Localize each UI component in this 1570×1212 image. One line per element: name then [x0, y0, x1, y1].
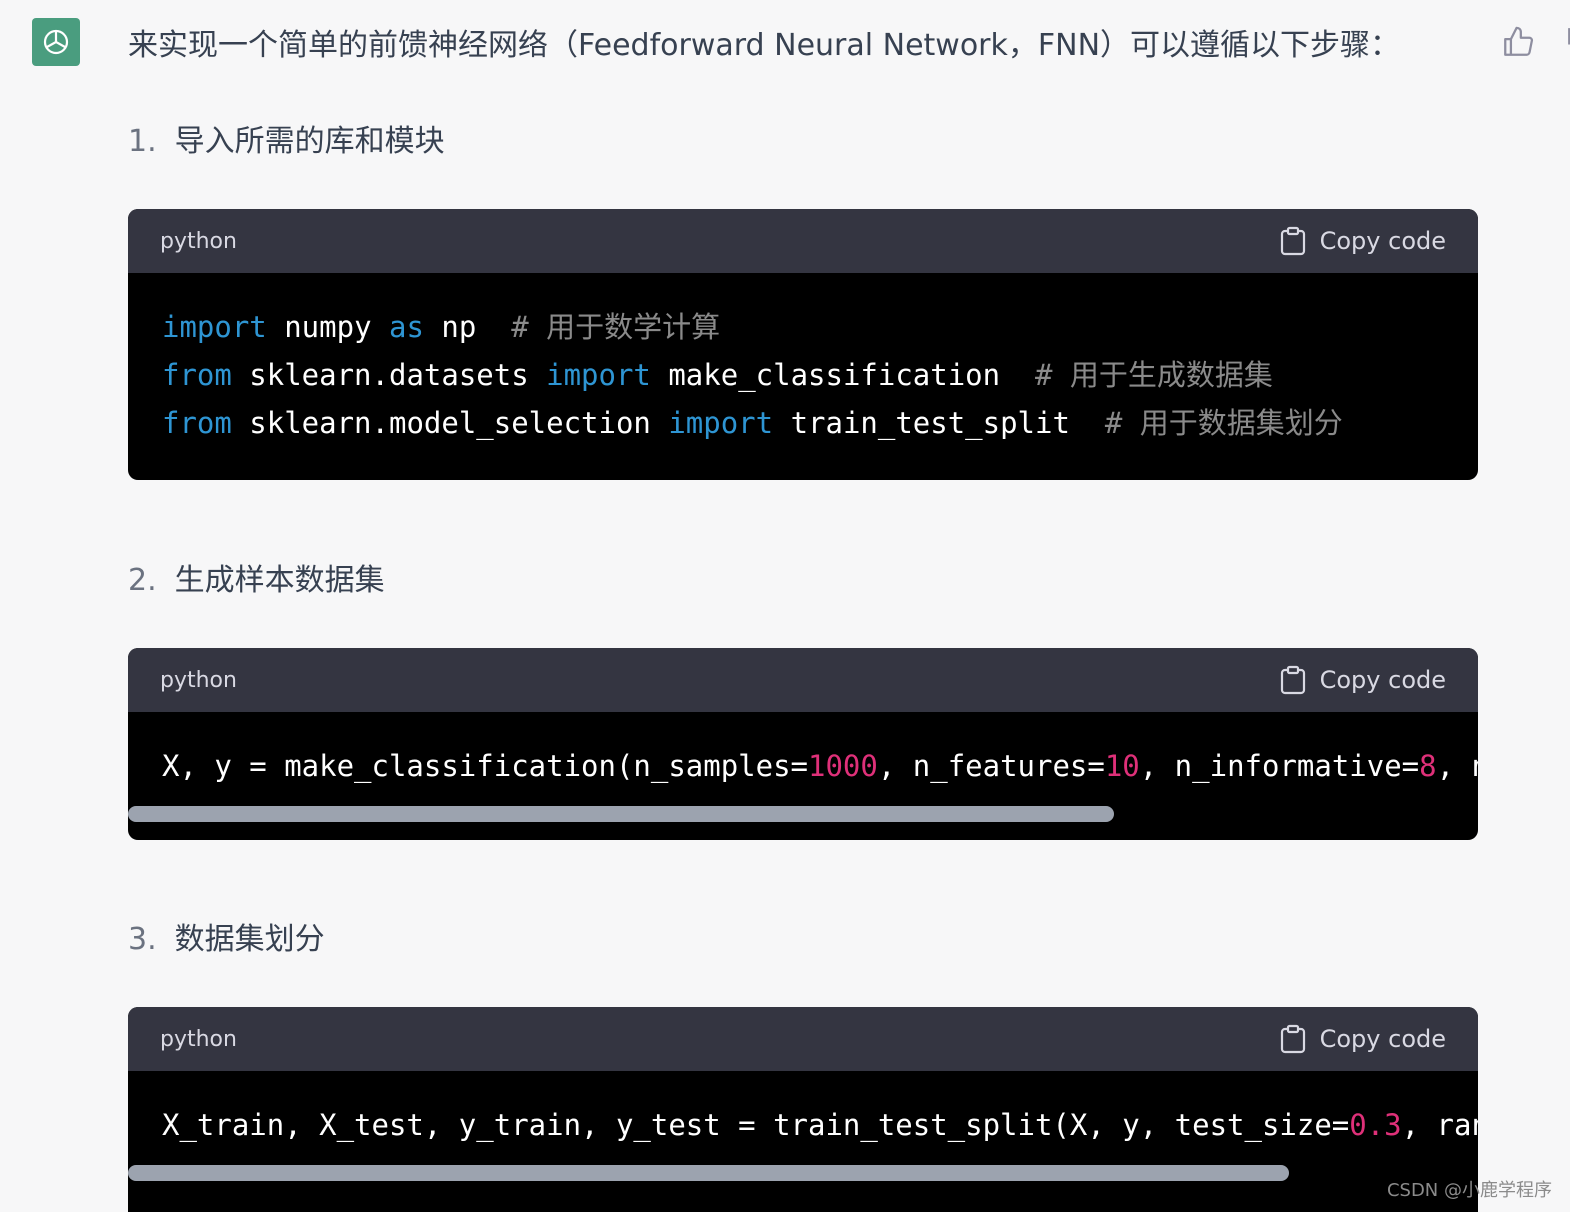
clipboard-icon	[1280, 1024, 1305, 1054]
step-2: 2. 生成样本数据集	[128, 559, 385, 603]
code-token: , randor	[1401, 1108, 1478, 1142]
code-token: 0.3	[1349, 1108, 1402, 1142]
code-token: , n_re	[1436, 749, 1478, 783]
copy-label: Copy code	[1319, 1025, 1446, 1053]
step-title: 数据集划分	[174, 922, 325, 957]
code-line: X, y = make_classification(n_samples=100…	[162, 742, 1478, 790]
code-token: import	[162, 310, 267, 344]
copy-code-button[interactable]: Copy code	[1280, 226, 1446, 256]
copy-label: Copy code	[1319, 227, 1446, 255]
copy-code-button[interactable]: Copy code	[1280, 1024, 1446, 1054]
code-token: numpy	[266, 310, 389, 344]
code-token: sklearn.model_selection	[231, 406, 669, 440]
code-token: # 用于数学计算	[511, 310, 721, 344]
code-token: from	[162, 406, 232, 440]
code-token: # 用于生成数据集	[1035, 358, 1273, 392]
scroll-thumb[interactable]	[128, 806, 1114, 822]
scroll-thumb[interactable]	[128, 1165, 1289, 1181]
code-token: import	[668, 406, 774, 440]
code-body[interactable]: X, y = make_classification(n_samples=100…	[128, 712, 1478, 806]
code-token: train_test_split	[773, 406, 1105, 440]
code-language: python	[160, 667, 237, 693]
step-title: 导入所需的库和模块	[174, 124, 445, 159]
message-actions	[1498, 22, 1570, 62]
code-block-2: python Copy code X, y = make_classificat…	[128, 648, 1478, 840]
code-token: 1000	[808, 749, 878, 783]
code-token: import	[546, 358, 651, 392]
horizontal-scrollbar[interactable]	[128, 1165, 1478, 1181]
intro-text: 来实现一个简单的前馈神经网络（Feedforward Neural Networ…	[128, 28, 1401, 63]
step-number: 2.	[128, 563, 157, 598]
watermark: CSDN @小鹿学程序	[1386, 1180, 1552, 1201]
code-line: from sklearn.datasets import make_classi…	[162, 351, 1444, 399]
step-1: 1. 导入所需的库和模块	[128, 120, 445, 164]
copy-code-button[interactable]: Copy code	[1280, 665, 1446, 695]
code-token: , n_features=	[877, 749, 1105, 783]
code-token: X, y = make_classification(n_samples=	[162, 749, 809, 783]
step-number: 1.	[128, 124, 157, 159]
code-token: np	[423, 310, 512, 344]
horizontal-scrollbar[interactable]	[128, 806, 1478, 822]
code-line: X_train, X_test, y_train, y_test = train…	[162, 1101, 1478, 1149]
code-block-3: python Copy code X_train, X_test, y_trai…	[128, 1007, 1478, 1212]
code-header: python Copy code	[128, 648, 1478, 712]
code-language: python	[160, 228, 237, 254]
step-title: 生成样本数据集	[174, 563, 385, 598]
code-block-1: python Copy code import numpy as np # 用于…	[128, 209, 1478, 480]
step-number: 3.	[128, 922, 157, 957]
code-line: from sklearn.model_selection import trai…	[162, 399, 1444, 447]
code-token: make_classification	[650, 358, 1035, 392]
code-token: X_train, X_test, y_train, y_test = train…	[162, 1108, 1350, 1142]
openai-logo-icon	[43, 29, 69, 55]
code-header: python Copy code	[128, 209, 1478, 273]
code-token: , n_informative=	[1139, 749, 1420, 783]
code-body[interactable]: X_train, X_test, y_train, y_test = train…	[128, 1071, 1478, 1165]
code-language: python	[160, 1026, 237, 1052]
copy-label: Copy code	[1319, 666, 1446, 694]
thumbs-up-icon[interactable]	[1498, 22, 1538, 62]
step-3: 3. 数据集划分	[128, 918, 325, 962]
code-token: as	[388, 310, 424, 344]
code-token: # 用于数据集划分	[1104, 406, 1343, 440]
clipboard-icon	[1280, 665, 1305, 695]
code-token: 8	[1419, 749, 1437, 783]
code-token: sklearn.datasets	[231, 358, 547, 392]
code-token: 10	[1104, 749, 1140, 783]
thumbs-down-icon[interactable]	[1562, 22, 1570, 62]
code-header: python Copy code	[128, 1007, 1478, 1071]
assistant-avatar	[32, 18, 80, 66]
clipboard-icon	[1280, 226, 1305, 256]
code-token: from	[162, 358, 232, 392]
code-line: import numpy as np # 用于数学计算	[162, 303, 1444, 351]
